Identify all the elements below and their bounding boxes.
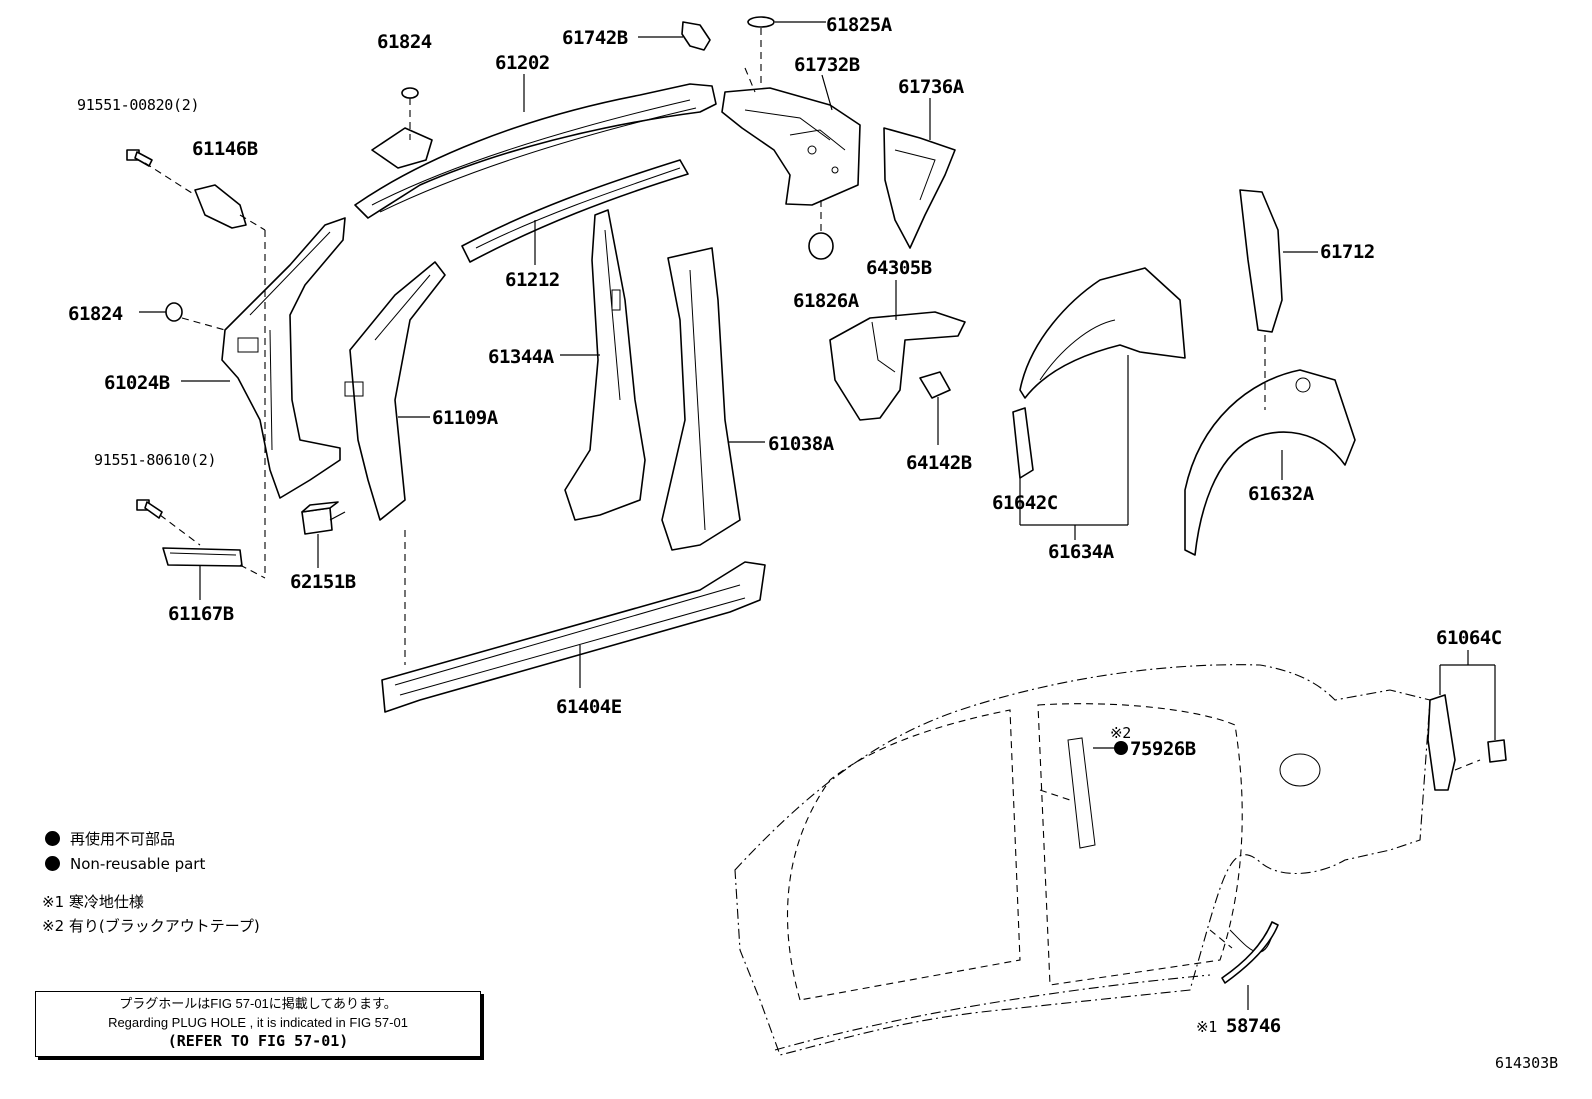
label-62151B[interactable]: 62151B — [290, 571, 356, 593]
part-61824-grommet[interactable] — [165, 302, 183, 322]
label-mark-1: ※1 — [1196, 1018, 1217, 1036]
label-75926B[interactable]: 75926B — [1130, 738, 1196, 760]
legend-dot-icon — [45, 856, 60, 871]
label-61404E[interactable]: 61404E — [556, 696, 622, 718]
plug-note-line-jp: プラグホールはFIG 57-01に掲載してあります。 — [119, 996, 397, 1011]
part-61024B-front-pillar[interactable] — [221, 217, 346, 499]
part-61038A-center-pillar-outer[interactable] — [661, 247, 741, 551]
label-61634A[interactable]: 61634A — [1048, 541, 1115, 563]
part-64142B-block[interactable] — [919, 371, 951, 399]
label-64142B[interactable]: 64142B — [906, 452, 972, 474]
label-61064C[interactable]: 61064C — [1436, 627, 1502, 649]
label-58746[interactable]: 58746 — [1226, 1015, 1281, 1037]
label-61824-top[interactable]: 61824 — [377, 31, 432, 53]
legend-note-1: ※1 寒冷地仕様 — [42, 893, 144, 911]
part-61634A-wheelhouse[interactable] — [1012, 267, 1186, 479]
part-64305B-bracket[interactable] — [829, 311, 966, 421]
part-labels: 61824 61202 61742B 61825A 61732B 61736A … — [68, 14, 1502, 1037]
label-mark-2: ※2 — [1110, 724, 1131, 742]
part-61109A-pillar[interactable] — [344, 261, 446, 521]
plug-note-line-en: Regarding PLUG HOLE , it is indicated in… — [108, 1015, 408, 1030]
part-61824-bracket[interactable] — [371, 87, 433, 169]
legend-non-reusable-jp: 再使用不可部品 — [45, 830, 175, 848]
label-61212[interactable]: 61212 — [505, 269, 560, 291]
legend-dot-icon — [45, 831, 60, 846]
part-61404E-rocker[interactable] — [381, 561, 766, 713]
label-61824-left[interactable]: 61824 — [68, 303, 123, 325]
part-61344A-center-pillar[interactable] — [564, 209, 646, 521]
non-reusable-dot-75926B — [1114, 741, 1128, 755]
label-61825A[interactable]: 61825A — [826, 14, 893, 36]
label-91551-00820[interactable]: 91551-00820(2) — [77, 96, 200, 114]
label-61024B[interactable]: 61024B — [104, 372, 170, 394]
part-61212-roof-rail-inner[interactable] — [461, 159, 689, 263]
label-61109A[interactable]: 61109A — [432, 407, 499, 429]
label-61826A[interactable]: 61826A — [793, 290, 860, 312]
label-61642C[interactable]: 61642C — [992, 492, 1058, 514]
label-64305B[interactable]: 64305B — [866, 257, 932, 279]
label-61742B[interactable]: 61742B — [562, 27, 628, 49]
label-91551-80610[interactable]: 91551-80610(2) — [94, 451, 217, 469]
part-61742B-clip[interactable] — [681, 21, 711, 51]
legend-text-jp: 再使用不可部品 — [70, 830, 176, 848]
label-61146B[interactable]: 61146B — [192, 138, 258, 160]
leader-lines — [139, 21, 1496, 1010]
bolt-91551-80610[interactable] — [136, 499, 163, 519]
legend-text-en: Non-reusable part — [70, 855, 206, 873]
label-61632A[interactable]: 61632A — [1248, 483, 1315, 505]
part-61167B-plate[interactable] — [162, 547, 243, 567]
label-61038A[interactable]: 61038A — [768, 433, 835, 455]
label-61167B[interactable]: 61167B — [168, 603, 234, 625]
legend-note-2: ※2 有り(ブラックアウトテープ) — [42, 917, 260, 935]
label-61732B[interactable]: 61732B — [794, 54, 860, 76]
label-61736A[interactable]: 61736A — [898, 76, 965, 98]
figure-code: 614303B — [1495, 1054, 1559, 1072]
part-61146B-bracket[interactable] — [194, 184, 247, 229]
label-61712[interactable]: 61712 — [1320, 241, 1375, 263]
part-62151B-block[interactable] — [301, 501, 339, 535]
legend-non-reusable-en: Non-reusable part — [45, 855, 205, 873]
bolt-91551-00820[interactable] — [126, 149, 153, 167]
part-61632A-wheel-arch[interactable] — [1184, 369, 1356, 556]
part-61825A-plug[interactable] — [747, 16, 775, 28]
part-61712-extension[interactable] — [1239, 189, 1283, 333]
part-61826A-plug[interactable] — [808, 232, 834, 260]
part-61732B-panel[interactable] — [721, 87, 861, 206]
plug-hole-note: プラグホールはFIG 57-01に掲載してあります。 Regarding PLU… — [35, 991, 481, 1057]
plug-note-reference-link[interactable]: (REFER TO FIG 57-01) — [167, 1032, 349, 1050]
label-61202[interactable]: 61202 — [495, 52, 550, 74]
label-61344A[interactable]: 61344A — [488, 346, 555, 368]
part-61736A-gusset[interactable] — [883, 127, 956, 249]
part-61202-roof-rail[interactable] — [354, 83, 717, 219]
body-side-outline — [734, 664, 1507, 1056]
